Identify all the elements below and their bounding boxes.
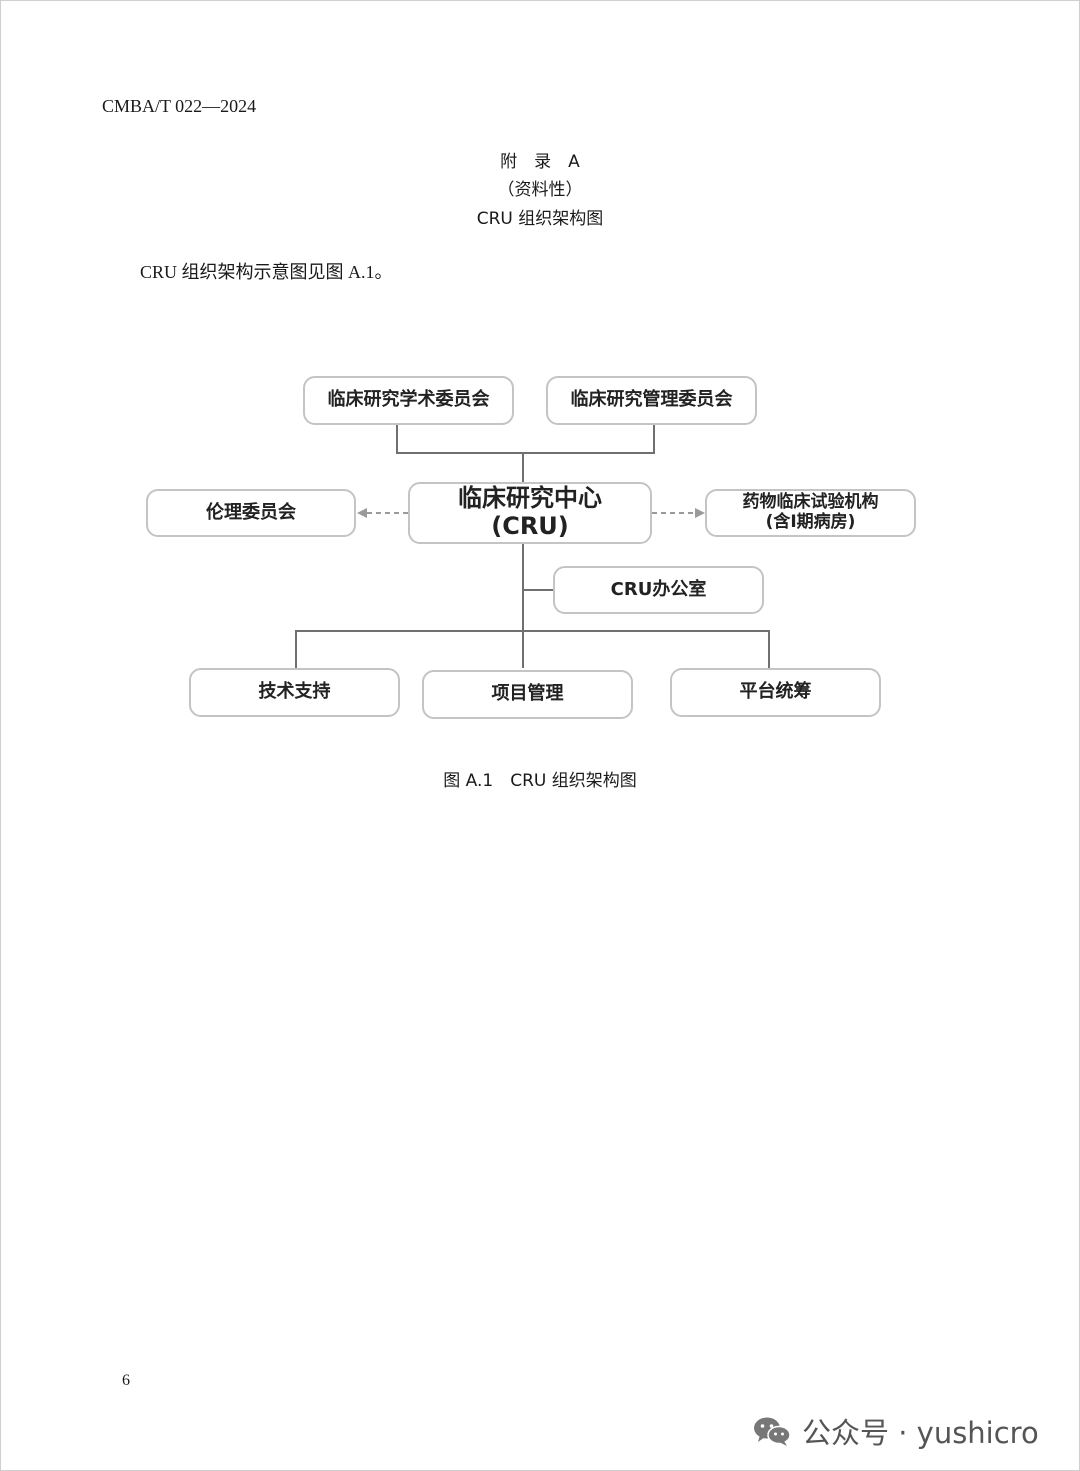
standard-number: CMBA/T 022—2024: [102, 96, 257, 116]
intro-paragraph: CRU 组织架构示意图见图 A.1。: [140, 262, 393, 282]
center-node-abbr: (CRU): [491, 512, 569, 540]
tech-support-node: 技术支持: [189, 668, 400, 717]
watermark-text: 公众号 · yushicro: [802, 1416, 1039, 1450]
page-number: 6: [122, 1372, 130, 1389]
wechat-icon: [754, 1417, 791, 1446]
figure-caption: 图 A.1 CRU 组织架构图: [443, 771, 637, 791]
academic-committee-node: 临床研究学术委员会: [303, 376, 514, 425]
drug-trial-institution-node: 药物临床试验机构 (含I期病房): [705, 489, 916, 537]
appendix-nature: （资料性）: [497, 180, 583, 200]
watermark: 公众号 · yushicro: [752, 1410, 1039, 1452]
drug-trial-note: (含I期病房): [765, 512, 856, 532]
drug-trial-name: 药物临床试验机构: [742, 492, 879, 513]
ethics-committee-node: 伦理委员会: [146, 489, 356, 537]
appendix-title: 附 录 A: [500, 152, 580, 172]
appendix-name: CRU 组织架构图: [476, 209, 604, 229]
center-node: 临床研究中心 (CRU): [408, 482, 652, 544]
management-committee-node: 临床研究管理委员会: [546, 376, 757, 425]
platform-coordination-node: 平台统筹: [670, 668, 881, 717]
center-node-name: 临床研究中心: [458, 484, 602, 513]
project-management-node: 项目管理: [422, 670, 633, 719]
cru-office-node: CRU办公室: [553, 566, 764, 614]
